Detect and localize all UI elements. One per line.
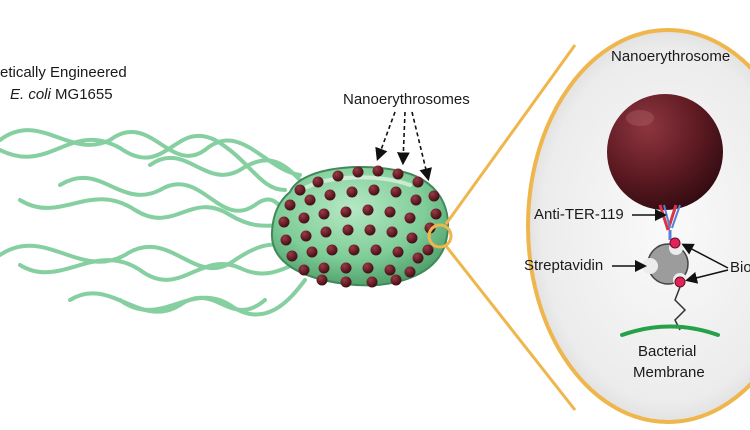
bacterial-membrane-line: [620, 324, 720, 337]
nanoerythrosome-bead: [332, 170, 344, 182]
nanoerythrosome-bead: [370, 244, 382, 256]
biotin-bottom: [674, 276, 686, 288]
label-arrows: [375, 111, 432, 182]
nanoerythrosome-bead: [392, 246, 404, 258]
flagellum-3: [58, 175, 292, 217]
nanoerythrosome-bead: [342, 224, 354, 236]
anti-ter-label: Anti-TER-119: [534, 206, 624, 223]
nanoerythrosome-bead: [362, 262, 374, 274]
nanoerythrosome-bead: [422, 244, 434, 256]
nanoerythrosome-bead: [280, 234, 292, 246]
nanoerythrosome-bead: [428, 190, 440, 202]
biotin-top: [669, 237, 681, 249]
bacterium: [270, 165, 449, 288]
nanoerythrosome-bead: [324, 189, 336, 201]
strain-name: MG1655: [50, 86, 113, 103]
zoom-line-top: [444, 44, 577, 225]
flagellum-1: [0, 128, 302, 177]
nanoerythrosome-bead: [348, 244, 360, 256]
nanoerythrosome-bead: [340, 276, 352, 288]
nanoerythrosome-bead: [390, 274, 402, 286]
nanoerythrosome-bead: [326, 244, 338, 256]
nanoerythrosome-bead: [304, 194, 316, 206]
nanoerythrosome-bead: [384, 264, 396, 276]
arrow-icon: [375, 111, 396, 162]
flagellum-4: [18, 197, 287, 228]
nanoerythrosome-bead: [424, 222, 436, 234]
nanoerythrosome-bead: [318, 208, 330, 220]
arrow-icon: [411, 111, 432, 182]
nanoerythrosome-bead: [278, 216, 290, 228]
flagellum-8: [118, 278, 307, 317]
nanoerythrosome-bead: [300, 230, 312, 242]
nanoerythrosome-bead: [318, 262, 330, 274]
nanoerythrosome-bead: [298, 212, 310, 224]
linker: [674, 286, 687, 331]
nanoerythrosome-bead: [412, 252, 424, 264]
nanoerythrosome-bead: [430, 208, 442, 220]
arrow-icon: [396, 111, 410, 166]
strain-italic: E. coli: [10, 86, 51, 103]
nanoerythrosome-beads: [278, 165, 442, 288]
zoom-source-circle: [427, 223, 453, 249]
nanoerythrosome-bead: [340, 206, 352, 218]
flagellum-9: [148, 156, 302, 182]
nanoerythrosome-bead: [368, 184, 380, 196]
zoom-line-bottom: [444, 245, 577, 411]
nanoerythrosome-bead: [294, 184, 306, 196]
nanoerythrosome-bead: [404, 212, 416, 224]
nanoerythrosome-bead: [372, 165, 384, 177]
nanoerythrosome-bead: [362, 204, 374, 216]
nanoerythrosome-bead: [306, 246, 318, 258]
nanoerythrosome-bead: [298, 264, 310, 276]
nanoerythrosome-bead: [320, 226, 332, 238]
streptavidin-label: Streptavidin: [524, 257, 604, 274]
nanoerythrosome-bead: [312, 176, 324, 188]
engineered-label: etically Engineered: [0, 64, 127, 81]
biotin-label: Bio: [730, 259, 750, 276]
nanoerythrosome-bead: [410, 194, 422, 206]
nanoerythrosome-bead: [404, 266, 416, 278]
nanoerythrosome-label: Nanoerythrosome: [611, 48, 731, 65]
nanoerythrosome-bead: [286, 250, 298, 262]
strain-label: E. coli MG1655: [10, 86, 113, 103]
flagellum-6: [18, 258, 302, 282]
membrane-label-2: Membrane: [633, 364, 705, 381]
nanoerythrosome-bead: [316, 274, 328, 286]
nanoerythrosome-bead: [390, 186, 402, 198]
flagella-group: [0, 128, 307, 317]
nanoerythrosome-bead: [340, 262, 352, 274]
nanoerythrosome-bead: [284, 199, 296, 211]
nanoerythrosome-bead: [406, 232, 418, 244]
antibody-blue-arm: [663, 204, 681, 229]
nanoerythrosomes-label: Nanoerythrosomes: [343, 91, 470, 108]
nanoerythrosome-bead: [386, 226, 398, 238]
nanoerythrosome-shine: [626, 110, 654, 126]
nanoerythrosome-bead: [392, 168, 404, 180]
nanoerythrosome-bead: [384, 206, 396, 218]
arrow-icon: [685, 269, 729, 284]
nanoerythrosome-large: [607, 94, 723, 210]
nanoerythrosome-bead: [346, 186, 358, 198]
nanoerythrosome-bead: [352, 166, 364, 178]
flagellum-5: [0, 242, 292, 271]
arrow-icon: [681, 243, 729, 269]
membrane-label-1: Bacterial: [638, 343, 697, 360]
nanoerythrosome-bead: [366, 276, 378, 288]
nanoerythrosome-bead: [412, 176, 424, 188]
nanoerythrosome-bead: [364, 224, 376, 236]
zoom-contents: [607, 94, 729, 337]
